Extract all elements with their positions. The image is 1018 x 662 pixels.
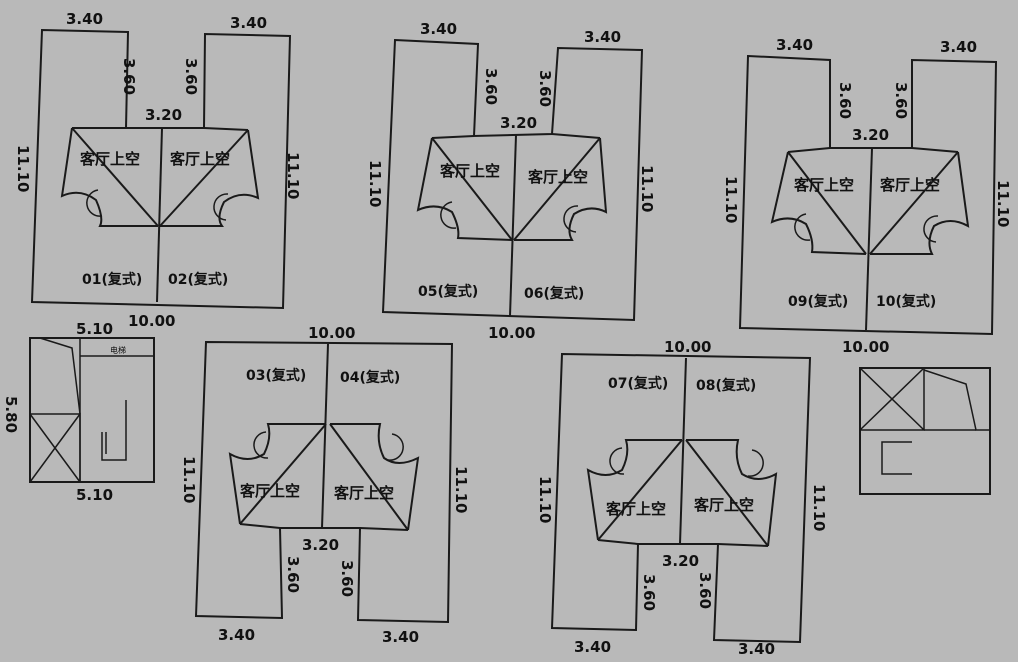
plan4-bottom-right-width: 3.40 xyxy=(382,628,419,646)
plan1-right-height: 11.10 xyxy=(284,152,302,199)
plan1-top-left-width: 3.40 xyxy=(66,10,103,28)
plan5-notch-right-depth: 3.60 xyxy=(696,572,714,609)
plan1-notch-right-depth: 3.60 xyxy=(182,58,200,95)
plan3-top-right-width: 3.40 xyxy=(940,38,977,56)
plan3-living-void-left: 客厅上空 xyxy=(793,176,854,194)
plan3-notch-right-depth: 3.60 xyxy=(892,82,910,119)
plan5-left-height: 11.10 xyxy=(536,476,554,523)
plan2-top-right-width: 3.40 xyxy=(584,28,621,46)
plan5-bottom-left-width: 3.40 xyxy=(574,638,611,656)
plan3-living-void-right: 客厅上空 xyxy=(879,176,940,194)
plan-09-10: 3.40 3.40 3.60 3.60 3.20 11.10 11.10 10.… xyxy=(722,36,1012,356)
plan1-notch-width: 3.20 xyxy=(145,106,182,124)
plan5-top-width: 10.00 xyxy=(664,338,711,356)
plan3-left-height: 11.10 xyxy=(722,176,740,223)
plan1-left-height: 11.10 xyxy=(14,145,32,192)
plan5-notch-width: 3.20 xyxy=(662,552,699,570)
core-bottom-width: 5.10 xyxy=(76,486,113,504)
plan4-notch-right-depth: 3.60 xyxy=(338,560,356,597)
plan4-living-void-left: 客厅上空 xyxy=(239,482,300,500)
plan3-right-height: 11.10 xyxy=(994,180,1012,227)
plan5-bottom-right-width: 3.40 xyxy=(738,640,775,657)
plan5-notch-left-depth: 3.60 xyxy=(640,574,658,611)
core-right xyxy=(859,367,991,495)
core-height: 5.80 xyxy=(2,396,20,433)
plan2-living-void-right: 客厅上空 xyxy=(527,168,588,186)
plan2-left-height: 11.10 xyxy=(366,160,384,207)
plan-05-06: 3.40 3.40 3.60 3.60 3.20 11.10 11.10 10.… xyxy=(366,20,656,342)
plan1-top-right-width: 3.40 xyxy=(230,14,267,32)
core-top-width: 5.10 xyxy=(76,320,113,338)
plan5-unit-right: 08(复式) xyxy=(696,377,756,394)
plan2-top-left-width: 3.40 xyxy=(420,20,457,38)
plan5-living-void-right: 客厅上空 xyxy=(693,496,754,514)
plan1-bottom-width: 10.00 xyxy=(128,312,175,330)
plan1-living-void-left: 客厅上空 xyxy=(79,150,140,168)
plan4-right-height: 11.10 xyxy=(452,466,470,513)
plan2-notch-left-depth: 3.60 xyxy=(482,68,500,105)
plan4-unit-left: 03(复式) xyxy=(246,367,306,384)
plan3-notch-left-depth: 3.60 xyxy=(836,82,854,119)
plan-01-02: 3.40 3.40 3.60 3.60 3.20 11.10 11.10 10.… xyxy=(14,10,302,330)
plan3-unit-right: 10(复式) xyxy=(876,293,936,310)
plan5-living-void-left: 客厅上空 xyxy=(605,500,666,518)
plan4-living-void-right: 客厅上空 xyxy=(333,484,394,502)
plan2-unit-left: 05(复式) xyxy=(418,283,478,300)
plan4-top-width: 10.00 xyxy=(308,324,355,342)
plan5-unit-left: 07(复式) xyxy=(608,375,668,392)
plan-03-04: 10.00 03(复式) 04(复式) 11.10 11.10 客厅上空 客厅上… xyxy=(180,324,470,646)
plan2-right-height: 11.10 xyxy=(638,165,656,212)
elevator-label: 电梯 xyxy=(110,345,126,355)
plan4-notch-left-depth: 3.60 xyxy=(284,556,302,593)
plan4-bottom-left-width: 3.40 xyxy=(218,626,255,644)
plan3-top-left-width: 3.40 xyxy=(776,36,813,54)
plan4-left-height: 11.10 xyxy=(180,456,198,503)
plan2-notch-width: 3.20 xyxy=(500,114,537,132)
plan1-notch-left-depth: 3.60 xyxy=(120,58,138,95)
plan2-unit-right: 06(复式) xyxy=(524,285,584,302)
plan1-unit-left: 01(复式) xyxy=(82,271,142,288)
plan3-bottom-width: 10.00 xyxy=(842,338,889,356)
plan4-unit-right: 04(复式) xyxy=(340,369,400,386)
plan1-living-void-right: 客厅上空 xyxy=(169,150,230,168)
plan2-living-void-left: 客厅上空 xyxy=(439,162,500,180)
plan1-unit-right: 02(复式) xyxy=(168,271,228,288)
plan2-notch-right-depth: 3.60 xyxy=(536,70,554,107)
plan-07-08: 10.00 07(复式) 08(复式) 11.10 11.10 客厅上空 客厅上… xyxy=(536,338,828,658)
core-left: 电梯 5.10 5.10 5.80 xyxy=(2,320,155,504)
plan3-unit-left: 09(复式) xyxy=(788,293,848,310)
plan4-notch-width: 3.20 xyxy=(302,536,339,554)
plan2-bottom-width: 10.00 xyxy=(488,324,535,342)
plan3-notch-width: 3.20 xyxy=(852,126,889,144)
plan5-right-height: 11.10 xyxy=(810,484,828,531)
